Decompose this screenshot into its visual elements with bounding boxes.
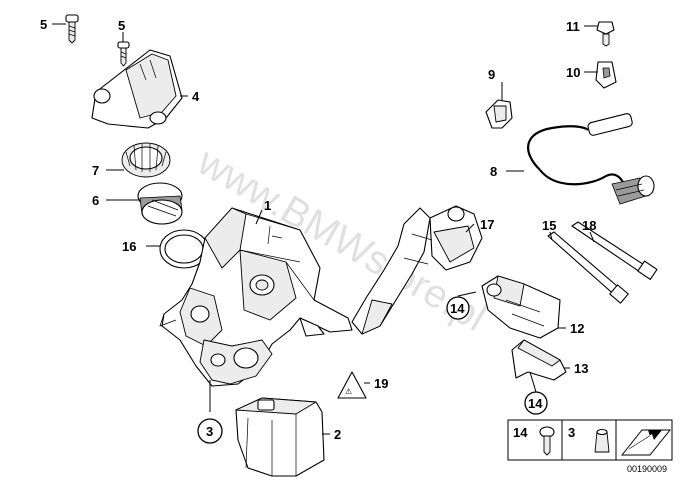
callout-8: 8 — [490, 164, 497, 179]
cable-tie-part-15[interactable] — [547, 231, 629, 304]
legend-screw-icon — [539, 426, 555, 456]
connector-part-12[interactable] — [481, 275, 561, 339]
callout-16: 16 — [122, 239, 136, 254]
callout-12: 12 — [570, 321, 584, 336]
bolt-part-11[interactable] — [596, 21, 615, 47]
callout-13: 13 — [574, 361, 588, 376]
circled-callout-14-lower: 14 — [524, 391, 548, 415]
callout-6: 6 — [92, 193, 99, 208]
lock-cylinder-part-6[interactable] — [137, 182, 183, 225]
callout-15: 15 — [542, 218, 556, 233]
circled-callout-3: 3 — [197, 418, 223, 444]
callout-11: 11 — [566, 19, 580, 34]
screw-part-5-left[interactable] — [65, 14, 79, 44]
callout-7: 7 — [92, 163, 99, 178]
callout-5-right: 5 — [118, 18, 125, 33]
callout-1: 1 — [264, 198, 271, 213]
cable-tie-part-18[interactable] — [571, 221, 658, 280]
legend-plug-icon — [594, 428, 610, 453]
bracket-part-17[interactable] — [351, 205, 483, 335]
warning-label-symbol: ⚠ — [345, 387, 352, 396]
screw-part-5-right[interactable] — [117, 41, 130, 67]
ring-part-7[interactable] — [121, 142, 171, 178]
callout-17: 17 — [480, 217, 494, 232]
warning-label-part-19[interactable]: ⚠ — [337, 371, 367, 399]
o-ring-part-16[interactable] — [159, 229, 209, 269]
callout-5-left: 5 — [40, 17, 47, 32]
callout-14-upper: 14 — [450, 301, 465, 316]
callout-3: 3 — [206, 424, 213, 439]
circled-callout-14-upper: 14 — [446, 296, 470, 320]
callout-2: 2 — [334, 427, 341, 442]
steering-lock-housing-part-1[interactable] — [159, 207, 353, 387]
legend-item-3: 3 — [568, 425, 575, 440]
legend-arrow-icon — [620, 429, 672, 456]
bracket-part-13[interactable] — [511, 339, 567, 381]
callout-18: 18 — [582, 218, 596, 233]
callout-9: 9 — [488, 67, 495, 82]
bracket-part-4[interactable] — [91, 49, 183, 129]
clip-nut-part-10[interactable] — [595, 61, 617, 89]
sensor-cable-part-8[interactable] — [527, 113, 655, 205]
clip-part-9[interactable] — [485, 99, 513, 129]
parts-legend-box: 14 3 — [507, 419, 673, 461]
control-module-part-2[interactable] — [235, 397, 325, 477]
callout-4: 4 — [192, 89, 200, 104]
callout-10: 10 — [566, 65, 580, 80]
legend-item-14: 14 — [513, 425, 528, 440]
leader-lines — [52, 23, 598, 435]
callout-14-lower: 14 — [528, 396, 543, 411]
diagram-code: 00190009 — [627, 464, 667, 474]
callout-19: 19 — [374, 376, 388, 391]
